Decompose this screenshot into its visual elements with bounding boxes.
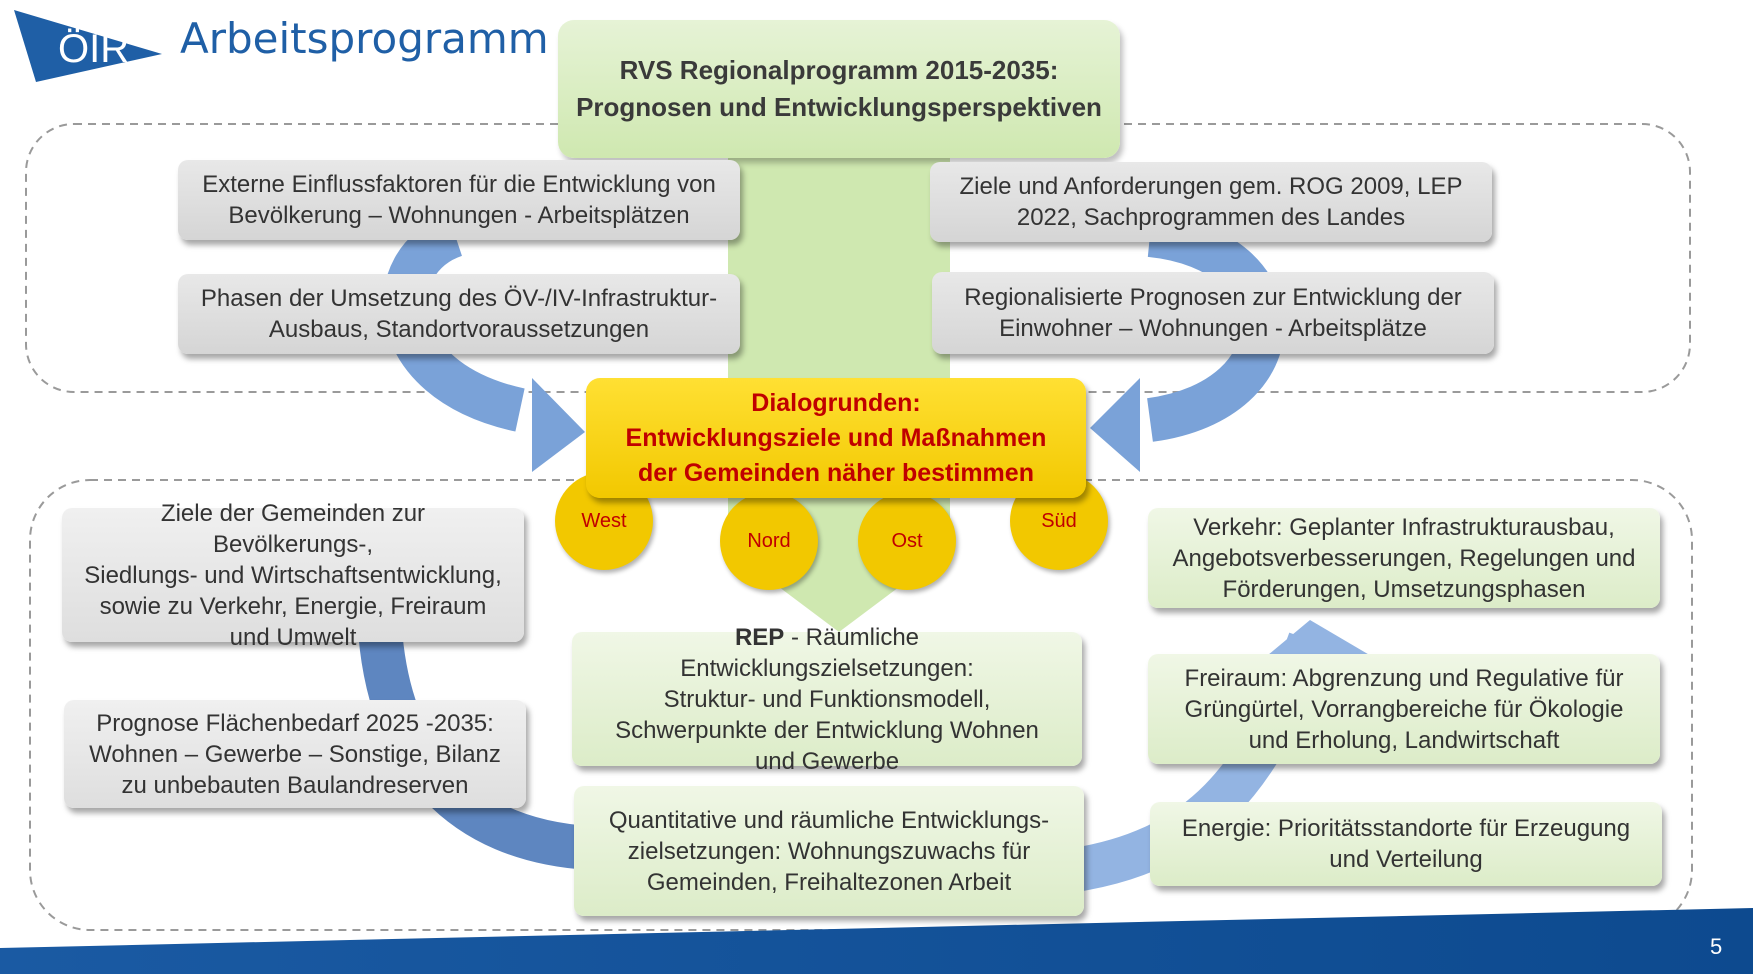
region-circle-ost: Ost	[858, 492, 956, 590]
box-line: Regionalisierte Prognosen zur Entwicklun…	[964, 284, 1462, 311]
page-heading: Arbeitsprogramm	[180, 14, 549, 63]
box-open-space: Freiraum: Abgrenzung und Regulative für …	[1148, 654, 1660, 764]
rep-line-rest: - Räumliche Entwicklungszielsetzungen:	[680, 623, 974, 682]
box-line: Struktur- und Funktionsmodell,	[663, 685, 991, 713]
box-quantitative-goals: Quantitative und räumliche Entwicklungs-…	[574, 786, 1084, 916]
box-line: Verkehr: Geplanter Infrastrukturausbau,	[1193, 513, 1615, 541]
dialog-line-3: der Gemeinden näher bestimmen	[638, 458, 1034, 487]
dialog-line-1: Dialogrunden:	[751, 388, 921, 417]
oir-logo: ÖIR	[14, 10, 162, 82]
box-line: Phasen der Umsetzung des ÖV-/IV-Infrastr…	[200, 285, 718, 312]
box-line: und Umwelt	[229, 623, 357, 651]
region-label: Nord	[747, 529, 791, 552]
box-line: Externe Einflussfaktoren für die Entwick…	[202, 171, 716, 198]
page-number: 5	[1710, 934, 1723, 959]
box-line: REP - Räumliche Entwicklungszielsetzunge…	[588, 622, 1066, 684]
box-line: Siedlungs- und Wirtschaftsentwicklung,	[84, 561, 502, 589]
title-line-1: RVS Regionalprogramm 2015-2035:	[619, 55, 1059, 85]
box-line: und Erholung, Landwirtschaft	[1248, 726, 1560, 754]
box-line: Gemeinden, Freihaltezonen Arbeit	[646, 868, 1012, 896]
box-line: sowie zu Verkehr, Energie, Freiraum	[99, 592, 487, 620]
region-label: West	[581, 509, 627, 532]
box-line: und Gewerbe	[754, 747, 900, 775]
box-regional-forecasts: Regionalisierte Prognosen zur Entwicklun…	[932, 272, 1494, 354]
box-traffic: Verkehr: Geplanter Infrastrukturausbau, …	[1148, 508, 1660, 608]
dialog-line-2: Entwicklungsziele und Maßnahmen	[625, 423, 1047, 452]
box-line: Förderungen, Umsetzungsphasen	[1222, 575, 1586, 603]
region-label: Süd	[1041, 509, 1077, 532]
box-rep-spatial-goals: REP - Räumliche Entwicklungszielsetzunge…	[572, 624, 1082, 775]
box-line: zu unbebauten Baulandreserven	[121, 771, 469, 799]
rep-prefix: REP	[734, 623, 785, 651]
box-line: zielsetzungen: Wohnungszuwachs für	[627, 837, 1031, 865]
box-line: Energie: Prioritätsstandorte für Erzeugu…	[1181, 815, 1631, 842]
box-line: Prognose Flächenbedarf 2025 -2035:	[96, 709, 494, 737]
box-line: Wohnen – Gewerbe – Sonstige, Bilanz	[89, 740, 501, 768]
box-line: Ziele und Anforderungen gem. ROG 2009, L…	[959, 173, 1463, 200]
box-line: Einwohner – Wohnungen - Arbeitsplätze	[999, 315, 1427, 342]
title-line-2: Prognosen und Entwicklungsperspektiven	[576, 92, 1102, 122]
box-line: Ausbaus, Standortvoraussetzungen	[268, 316, 650, 343]
footer-band	[0, 908, 1753, 974]
box-line: Schwerpunkte der Entwicklung Wohnen	[615, 716, 1039, 744]
box-energy: Energie: Prioritätsstandorte für Erzeugu…	[1150, 802, 1662, 886]
box-goals-requirements: Ziele und Anforderungen gem. ROG 2009, L…	[930, 162, 1492, 242]
box-line: und Verteilung	[1329, 846, 1483, 873]
title-box: RVS Regionalprogramm 2015-2035: Prognose…	[558, 20, 1120, 158]
box-line: Ziele der Gemeinden zur Bevölkerungs-,	[160, 499, 426, 558]
box-infrastructure-phases: Phasen der Umsetzung des ÖV-/IV-Infrastr…	[178, 274, 740, 354]
box-line: 2022, Sachprogrammen des Landes	[1016, 204, 1406, 231]
box-line: Freiraum: Abgrenzung und Regulative für	[1184, 664, 1624, 692]
region-label: Ost	[891, 529, 923, 552]
box-line: Bevölkerung – Wohnungen - Arbeitsplätzen	[228, 202, 690, 229]
region-circle-nord: Nord	[720, 492, 818, 590]
box-line: Grüngürtel, Vorrangbereiche für Ökologie	[1184, 695, 1624, 723]
box-line: Angebotsverbesserungen, Regelungen und	[1172, 544, 1636, 572]
box-land-demand-forecast: Prognose Flächenbedarf 2025 -2035: Wohne…	[64, 700, 526, 808]
dialog-box: Dialogrunden: Entwicklungsziele und Maßn…	[586, 378, 1086, 498]
box-external-factors: Externe Einflussfaktoren für die Entwick…	[178, 160, 740, 240]
box-line: Quantitative und räumliche Entwicklungs-	[608, 806, 1050, 834]
logo-text: ÖIR	[58, 27, 129, 71]
box-municipal-goals: Ziele der Gemeinden zur Bevölkerungs-, S…	[62, 500, 524, 651]
